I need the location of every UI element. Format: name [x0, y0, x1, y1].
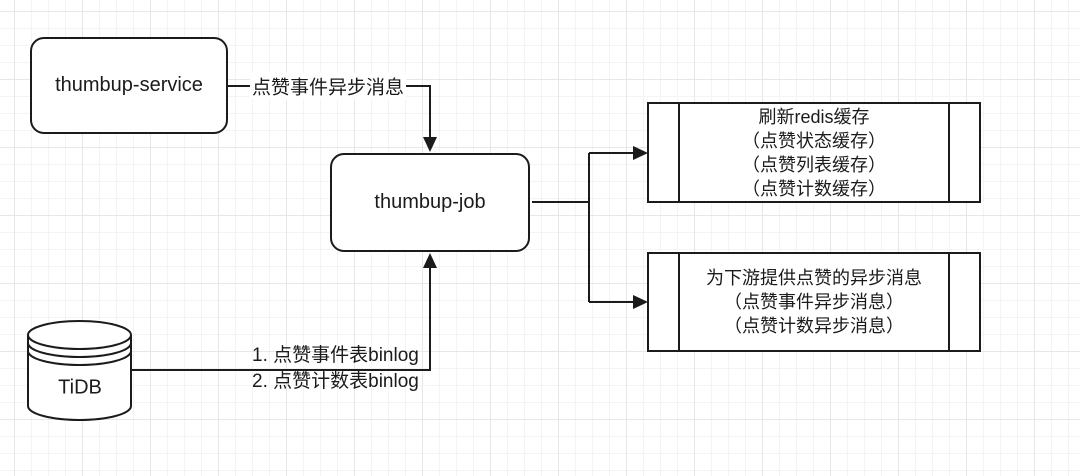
- edge-tidb-to-job: [131, 267, 431, 371]
- process-refresh-redis-cache: 刷新redis缓存 （点赞状态缓存） （点赞列表缓存） （点赞计数缓存）: [647, 102, 981, 203]
- node-tidb-label: TiDB: [58, 376, 102, 399]
- process-line: （点赞计数异步消息）: [724, 316, 904, 336]
- tidb-cylinder-icon: [27, 320, 132, 421]
- arrowhead-into-redis-box: [633, 146, 648, 160]
- node-thumbup-service-label: thumbup-service: [55, 74, 203, 96]
- process-line: （点赞列表缓存）: [742, 154, 886, 175]
- process-line: 为下游提供点赞的异步消息: [706, 268, 922, 288]
- process-line: （点赞事件异步消息）: [724, 292, 904, 312]
- process-line: （点赞状态缓存）: [742, 130, 886, 151]
- process-line: （点赞计数缓存）: [742, 178, 886, 199]
- edge-label-binlog: 1. 点赞事件表binlog 2. 点赞计数表binlog: [252, 343, 419, 395]
- node-thumbup-job: thumbup-job: [330, 153, 530, 252]
- arrowhead-into-job-top: [423, 137, 437, 152]
- edge-label-binlog-line1: 1. 点赞事件表binlog: [252, 345, 419, 366]
- process-line: 刷新redis缓存: [758, 106, 870, 127]
- node-thumbup-job-label: thumbup-job: [374, 191, 486, 213]
- edge-label-thumbup-event-async-message: 点赞事件异步消息: [249, 72, 407, 100]
- arrowhead-into-downstream-box: [633, 295, 648, 309]
- arrowhead-into-job-bottom: [423, 253, 437, 268]
- node-thumbup-service: thumbup-service: [30, 37, 228, 134]
- process-downstream-async-messages: 为下游提供点赞的异步消息 （点赞事件异步消息） （点赞计数异步消息）: [647, 252, 981, 352]
- edge-label-binlog-line2: 2. 点赞计数表binlog: [252, 371, 419, 392]
